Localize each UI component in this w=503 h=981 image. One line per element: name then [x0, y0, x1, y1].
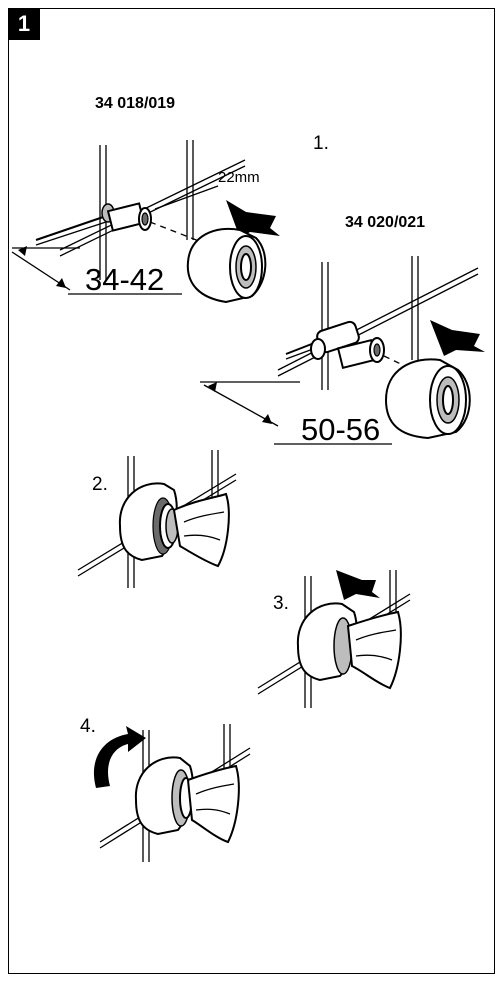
- push-arrow-b: [430, 320, 485, 356]
- instruction-frame: [8, 8, 495, 974]
- scene-step-3: [257, 570, 411, 708]
- step-label-1: 1.: [313, 133, 329, 154]
- dimension-label-b: 50-56: [301, 412, 380, 447]
- step-label-3: 3.: [273, 593, 289, 614]
- scene-connection-a: 34-42: [11, 140, 280, 304]
- scene-step-2: [77, 450, 237, 588]
- model-label-34-018: 34 018/019: [95, 95, 175, 112]
- slide-arrow-step-3: [336, 570, 380, 600]
- scene-connection-b: 50-56: [200, 256, 485, 447]
- rotate-arrow-step-4: [93, 726, 146, 788]
- holder-step-3: [346, 610, 402, 690]
- dimension-label-a: 34-42: [85, 262, 164, 297]
- model-label-34-020: 34 020/021: [345, 214, 425, 231]
- push-arrow-a: [226, 200, 280, 238]
- holder-step-2: [172, 492, 230, 568]
- step-label-4: 4.: [80, 716, 96, 737]
- wrench-size-label: 22mm: [218, 169, 260, 186]
- step-label-2: 2.: [92, 474, 108, 495]
- scene-step-4: [93, 724, 251, 862]
- holder-step-4: [186, 764, 240, 844]
- step-number-badge: 1: [8, 8, 40, 40]
